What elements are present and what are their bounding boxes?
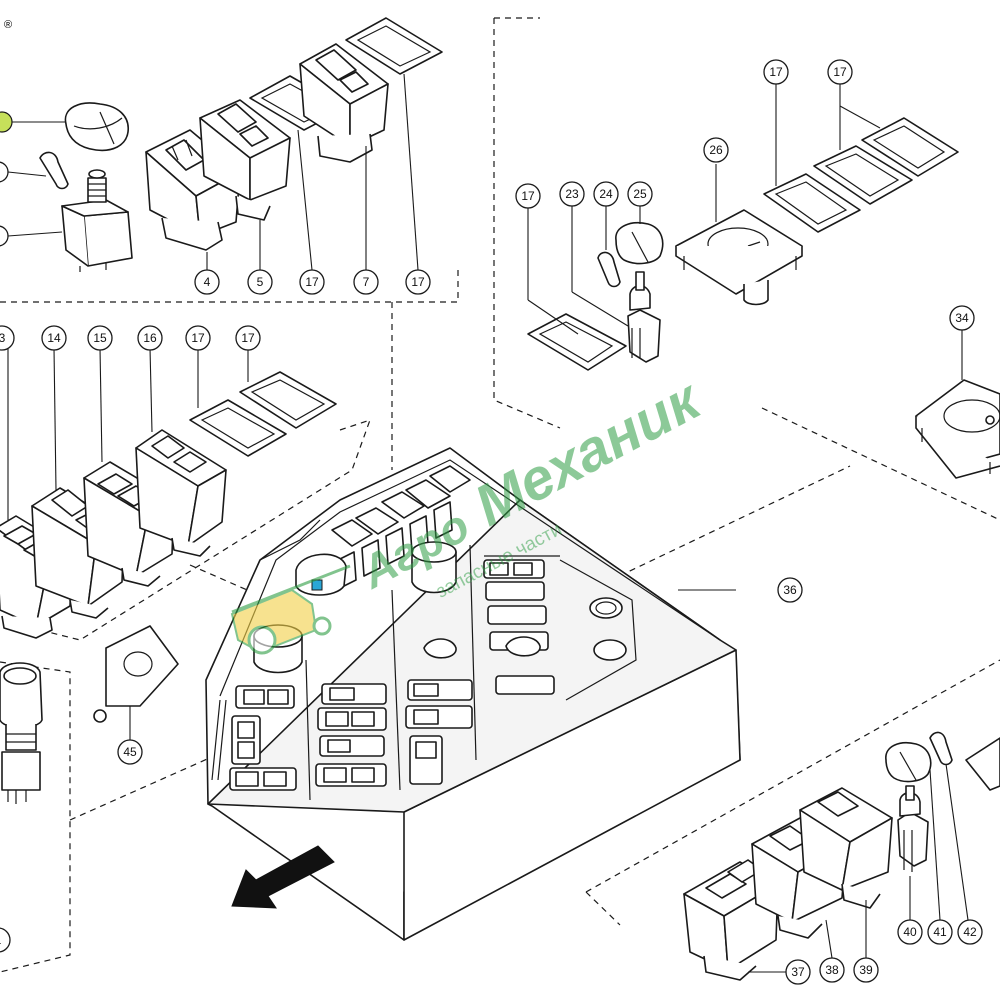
- callout-label: 38: [825, 963, 839, 977]
- callout-label: 17: [769, 65, 783, 79]
- push-button-1: [0, 662, 43, 804]
- callout-label: 23: [565, 187, 579, 201]
- callout-label: 17: [191, 331, 205, 345]
- direction-arrow: [231, 845, 335, 909]
- callout-label: 24: [599, 187, 613, 201]
- callout-label: 39: [859, 963, 873, 977]
- callout-label: 4: [204, 275, 211, 289]
- top-left-parts: [0, 102, 133, 272]
- watermark-tractor-icon: [230, 564, 351, 655]
- callout-label: 7: [363, 275, 370, 289]
- callout-label: 25: [633, 187, 647, 201]
- callout-label: 34: [955, 311, 969, 325]
- registered-mark: ®: [4, 19, 12, 31]
- watermark-brand-main: Механик: [464, 366, 712, 539]
- callout-label: 5: [257, 275, 264, 289]
- callout-label: 41: [933, 925, 947, 939]
- callout-label: 36: [783, 583, 797, 597]
- lower-right-parts: [683, 731, 1000, 981]
- callout-label: 40: [903, 925, 917, 939]
- callouts: 4 5 17 7 17 3 14 15 16 17 17 17 23 24 25…: [0, 59, 983, 985]
- callout-label: 14: [47, 331, 61, 345]
- callout-label: 37: [791, 965, 805, 979]
- callout-label: 3: [0, 331, 6, 345]
- right-upper-parts: [527, 84, 959, 371]
- console-switches: [229, 465, 555, 791]
- callout-label: 17: [241, 331, 255, 345]
- bracket-45: [93, 625, 179, 740]
- part-34: [915, 330, 1000, 479]
- middle-switch-row: [0, 344, 337, 639]
- callout-label: 17: [411, 275, 425, 289]
- callout-label: 17: [833, 65, 847, 79]
- callout-label: 16: [143, 331, 157, 345]
- highlight-marker: [0, 111, 13, 133]
- top-switch-row: [145, 17, 443, 271]
- callout-label: 17: [305, 275, 319, 289]
- callout-label: 17: [521, 189, 535, 203]
- callout-label: 42: [963, 925, 977, 939]
- callout-label: 45: [123, 745, 137, 759]
- callout-label: 1: [0, 933, 2, 947]
- callout-label: 15: [93, 331, 107, 345]
- callout-label: 26: [709, 143, 723, 157]
